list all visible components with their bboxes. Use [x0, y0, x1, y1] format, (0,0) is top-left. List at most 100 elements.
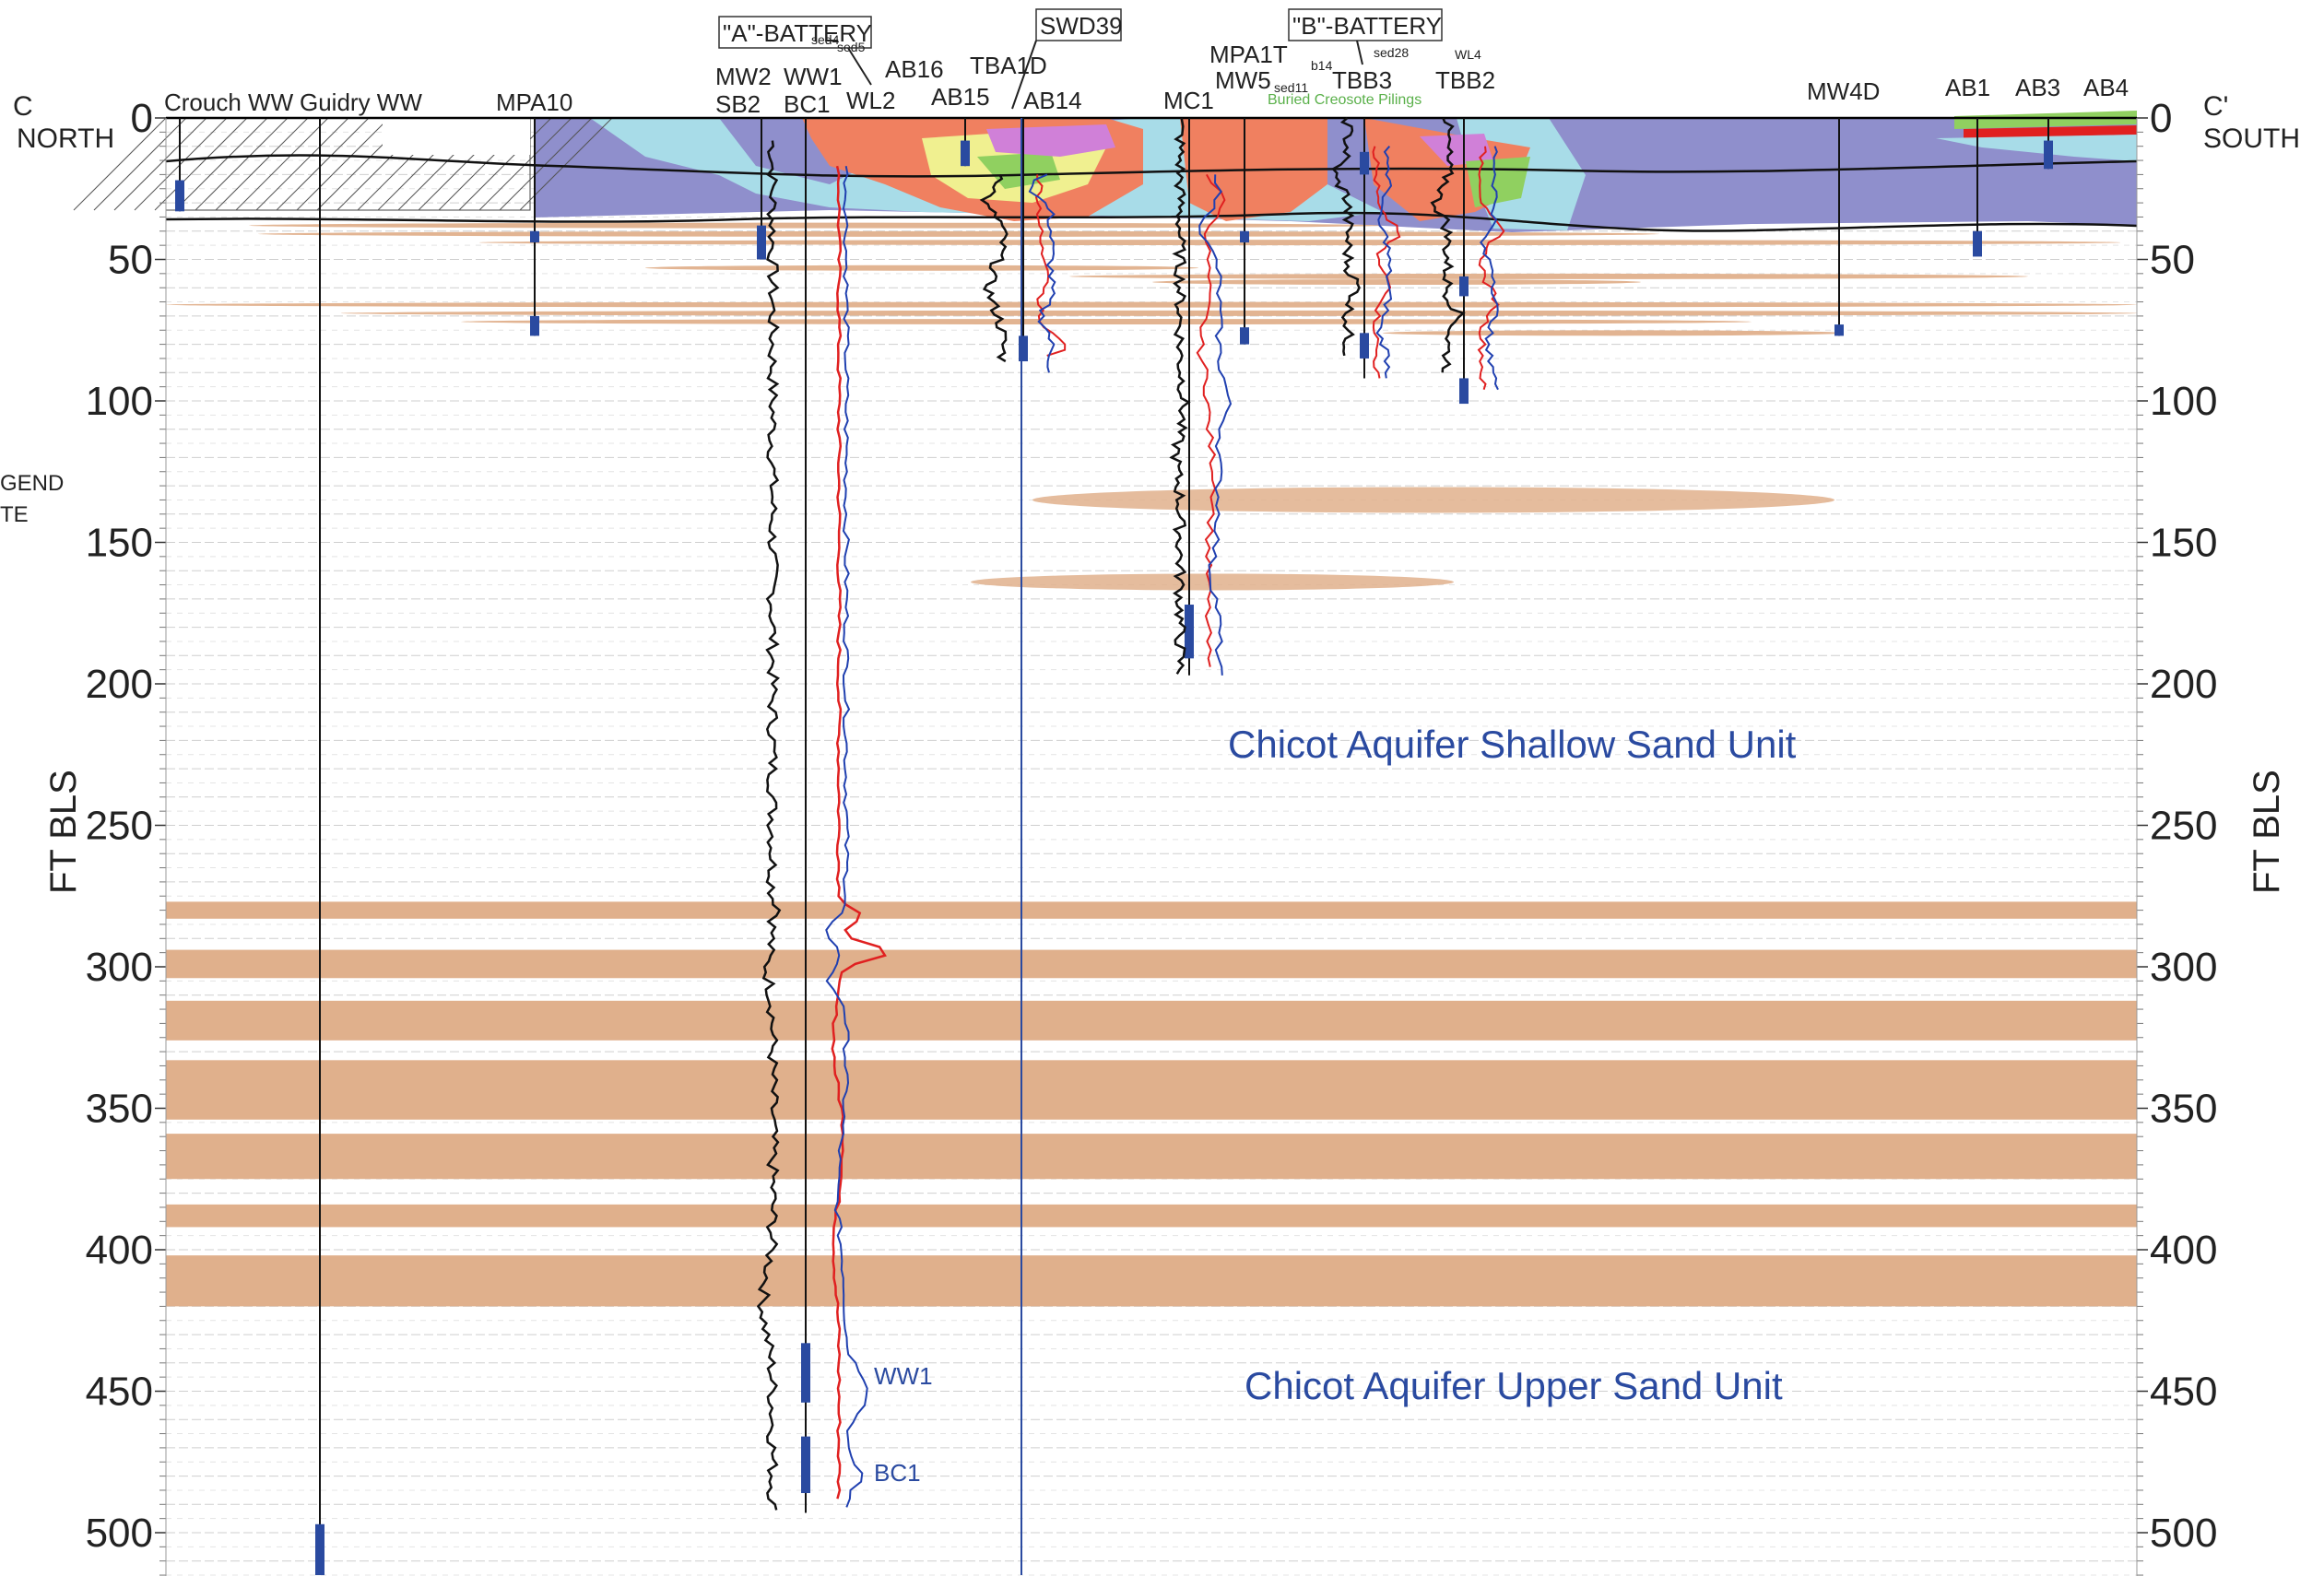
well-label-mpa10: MPA10	[496, 88, 572, 116]
magenta-layer-b	[1420, 134, 1493, 166]
axis-tick-label: 50	[108, 238, 153, 283]
shallow-geology	[73, 111, 2138, 232]
log-curve-black-tbb3	[1331, 117, 1361, 357]
log-label-bc1: BC1	[874, 1459, 921, 1487]
legend-fragment-1: GEND	[0, 471, 64, 496]
axis-tick-label: 350	[86, 1087, 153, 1132]
log-curve-blue-tbb3	[1375, 146, 1393, 379]
axis-tick-label: 100	[2150, 379, 2217, 424]
well-label-mw4d: MW4D	[1807, 77, 1880, 105]
axis-tick-label: 500	[86, 1511, 153, 1556]
sand-lens	[258, 230, 1659, 237]
axis-tick-label: 300	[2150, 945, 2217, 990]
svg-text:"B"-BATTERY: "B"-BATTERY	[1292, 12, 1442, 40]
axis-tick-label: 100	[86, 379, 153, 424]
sand-lens	[341, 310, 2137, 316]
well-label-ab15: AB15	[931, 83, 990, 111]
sand-bed	[166, 1060, 2137, 1120]
axis-tick-label: 0	[131, 96, 153, 141]
upper-boundary-curve	[165, 154, 2138, 178]
well-labels: Crouch WW Guidry WW MPA10 MW2 SB2 WW1 BC…	[164, 41, 2129, 118]
well-screen-mpa10	[530, 315, 539, 336]
well-label-mc1: MC1	[1163, 87, 1214, 114]
sand-bed	[166, 1204, 2137, 1228]
axis-tick-label: 250	[86, 804, 153, 849]
small-label-sed5: sed5	[837, 40, 866, 54]
sand-lens	[249, 222, 1383, 229]
well-screen-ab3	[2044, 140, 2053, 170]
right-green-strip	[1954, 111, 2137, 129]
magenta-layer-a	[986, 124, 1115, 157]
well-label-tbb2: TBB2	[1435, 66, 1495, 94]
lower-boundary-curve	[165, 211, 2138, 232]
hatch-line	[296, 117, 390, 211]
axis-tick-label: 500	[2150, 1511, 2217, 1556]
sand-bed	[166, 1000, 2137, 1041]
sand-bed	[166, 1255, 2137, 1307]
right-blue-strip	[1936, 135, 2137, 161]
axis-tick-label: 250	[2150, 804, 2217, 849]
well-label-tba1d: TBA1D	[970, 52, 1047, 79]
axis-tick-label: 50	[2150, 238, 2195, 283]
sand-lens	[1383, 330, 1844, 336]
small-label-sed28: sed28	[1374, 45, 1409, 60]
well-label-bc1: BC1	[784, 90, 831, 118]
axis-tick-label: 450	[2150, 1370, 2217, 1415]
sand-bed	[166, 949, 2137, 979]
log-curve-red-tbb2	[1477, 146, 1505, 390]
well-label-ab16: AB16	[885, 55, 944, 83]
swd39-arrow	[1011, 40, 1037, 110]
well-screen-tbb2	[1459, 378, 1469, 405]
section-start-direction: NORTH	[17, 123, 114, 154]
axis-tick-label: 400	[2150, 1228, 2217, 1273]
log-curve-blue-ab14	[1028, 173, 1056, 373]
well-screen-mw4d	[1834, 324, 1844, 336]
depth-gridlines	[166, 117, 2137, 1576]
log-curve-red-ww1	[831, 165, 887, 1500]
well-screen-mc1	[1185, 605, 1194, 659]
axis-tick-label: 400	[86, 1228, 153, 1273]
hatch-gap	[383, 118, 530, 155]
well-screen-ab14	[1019, 335, 1028, 362]
well-screen-mw5	[1240, 327, 1249, 345]
log-curve-blue-tbb2	[1480, 146, 1499, 391]
sand-lenses	[166, 222, 2137, 591]
sand-bed	[166, 901, 2137, 919]
well-screen-guidry	[315, 1523, 324, 1576]
log-curve-black-sb2	[756, 140, 782, 1511]
hatch-pattern	[73, 117, 613, 211]
svg-text:"A"-BATTERY: "A"-BATTERY	[723, 19, 872, 47]
creosote-annotation: Buried Creosote Pilings	[1268, 92, 1422, 108]
well-screen-mpa10	[530, 230, 539, 243]
hatch-line	[499, 117, 593, 211]
well-screen-ab1	[1973, 230, 1982, 257]
axis-tick-label: 200	[86, 662, 153, 707]
small-label-sed4: sed4	[811, 32, 840, 47]
sand-lens	[645, 265, 1198, 271]
well-screen-ab15	[961, 140, 970, 167]
well-label-ab1: AB1	[1945, 74, 1990, 101]
axis-tick-label: 350	[2150, 1087, 2217, 1132]
well-screen-ww1	[801, 1343, 810, 1403]
hatch-line	[113, 117, 207, 211]
small-label-wl4: WL4	[1455, 47, 1481, 62]
well-label-sb2: SB2	[715, 90, 761, 118]
well-label-ab3: AB3	[2015, 74, 2060, 101]
section-start-letter: C	[13, 91, 33, 122]
log-label-ww1: WW1	[874, 1362, 933, 1390]
sand-bed	[166, 1134, 2137, 1180]
right-red-strip	[1964, 125, 2137, 138]
battery-b-arrow	[1356, 40, 1363, 65]
well-label-ww1: WW1	[784, 63, 843, 90]
hatch-line	[73, 117, 167, 211]
log-curve-black-mc1	[1169, 117, 1191, 675]
well-screen-tbb3	[1360, 333, 1369, 359]
well-label-guidry-ww: Guidry WW	[300, 88, 422, 116]
hatch-line	[93, 117, 187, 211]
well-screen-sb2	[757, 225, 766, 260]
log-curve-red-tbb3	[1372, 146, 1401, 379]
well-screen-crouch	[175, 180, 184, 212]
sand-beds	[166, 901, 2137, 1307]
